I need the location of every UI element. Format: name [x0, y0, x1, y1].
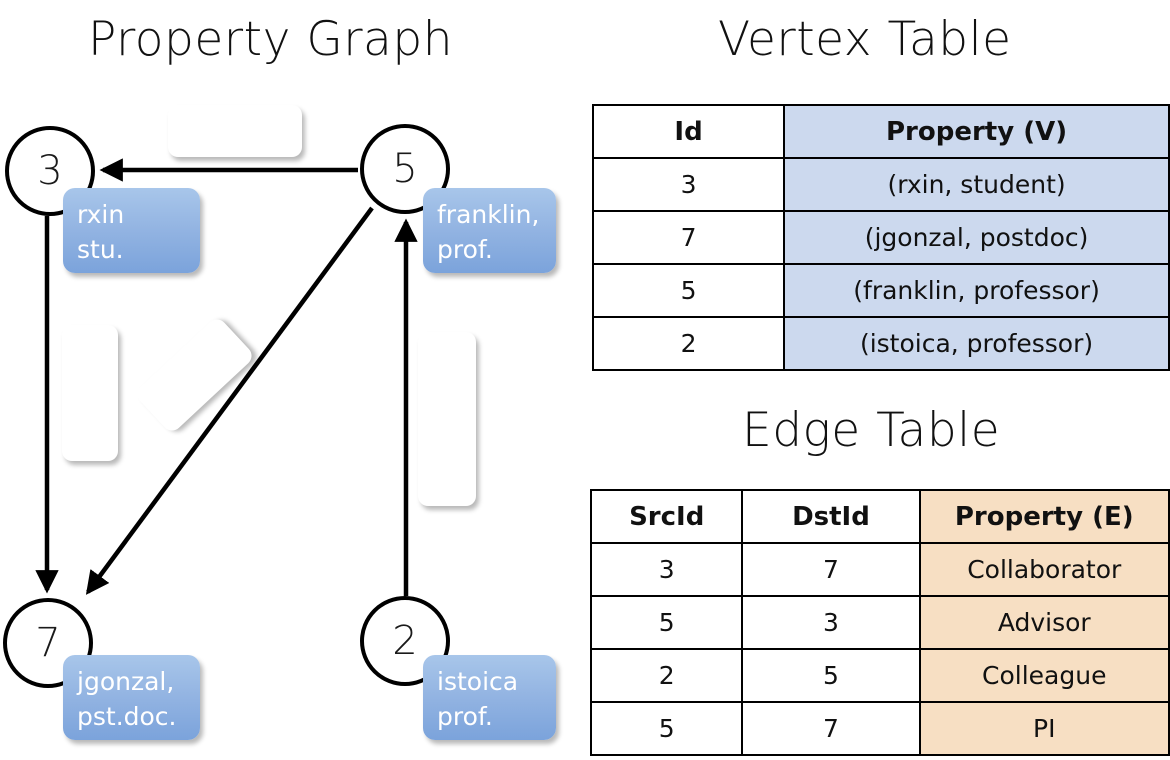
edge-table-header-srcid: SrcId: [589, 489, 744, 544]
vertex-row-id: 3: [591, 157, 786, 212]
table-row: 5 7 PI: [589, 701, 1170, 756]
edge-row-property: Colleague: [918, 648, 1170, 703]
table-header-row: Id Property (V): [591, 104, 1170, 159]
edge-row-srcid: 3: [589, 542, 744, 597]
graph-node-2[interactable]: 2: [360, 596, 450, 686]
vertex-row-property: (rxin, student): [783, 157, 1170, 212]
vertex-property-line1: istoica: [437, 667, 519, 696]
page-title-vertex-table: Vertex Table: [718, 12, 1012, 67]
edge-table-header-dstid: DstId: [741, 489, 921, 544]
vertex-row-id: 2: [591, 316, 786, 371]
property-graph-panel: Property Graph 3 5 7 2 rxin stu. fr: [3, 12, 556, 740]
vertex-property-line2: stu.: [77, 234, 124, 264]
vertex-property-callout-2: istoica prof.: [423, 655, 556, 740]
vertex-table-header-property: Property (V): [783, 104, 1170, 159]
edge-label-collab: Collab.: [62, 325, 118, 461]
edge-row-dstid: 3: [741, 595, 921, 650]
edge-row-srcid: 2: [589, 648, 744, 703]
vertex-row-property: (istoica, professor): [783, 316, 1170, 371]
edge-row-property: PI: [918, 701, 1170, 756]
table-row: 2 5 Colleague: [589, 648, 1170, 703]
edge-row-property: Collaborator: [918, 542, 1170, 597]
vertex-row-property: (franklin, professor): [783, 263, 1170, 318]
edge-row-srcid: 5: [589, 701, 744, 756]
edge-label-advisor: Advisor: [168, 105, 302, 157]
table-row: 5 (franklin, professor): [591, 263, 1170, 318]
edge-label-collab-text: Collab.: [75, 348, 105, 438]
table-row: 3 (rxin, student): [591, 157, 1170, 212]
vertex-property-line2: prof.: [437, 234, 493, 264]
vertex-property-line1: jgonzal,: [77, 667, 175, 696]
vertex-table-header-id: Id: [591, 104, 786, 159]
edge-row-dstid: 7: [741, 542, 921, 597]
vertex-property-line2: prof.: [437, 701, 493, 731]
table-row: 7 (jgonzal, postdoc): [591, 210, 1170, 265]
vertex-property-callout-7: jgonzal, pst.doc.: [63, 655, 200, 740]
vertex-property-callout-5: franklin, prof.: [423, 188, 556, 273]
edge-table: SrcId DstId Property (E) 3 7 Collaborato…: [589, 489, 1170, 756]
table-header-row: SrcId DstId Property (E): [589, 489, 1170, 544]
edge-row-property: Advisor: [918, 595, 1170, 650]
page-title-edge-table: Edge Table: [742, 403, 1001, 458]
edge-row-dstid: 7: [741, 701, 921, 756]
table-row: 5 3 Advisor: [589, 595, 1170, 650]
graph-edges-svg: [35, 158, 418, 596]
vertex-property-line1: franklin,: [437, 200, 540, 229]
vertex-row-id: 7: [591, 210, 786, 265]
edge-row-srcid: 5: [589, 595, 744, 650]
edge-label-colleague: Colleague: [418, 332, 476, 506]
table-row: 3 7 Collaborator: [589, 542, 1170, 597]
table-row: 2 (istoica, professor): [591, 316, 1170, 371]
edge-5-to-7-pi: [85, 206, 374, 595]
graph-node-5[interactable]: 5: [360, 124, 450, 214]
vertex-row-property: (jgonzal, postdoc): [783, 210, 1170, 265]
vertex-table: Id Property (V) 3 (rxin, student) 7 (jgo…: [591, 104, 1170, 371]
edge-label-pi-text: PI: [175, 356, 214, 394]
page-title-property-graph: Property Graph: [88, 12, 453, 67]
vertex-row-id: 5: [591, 263, 786, 318]
edge-label-colleague-text: Colleague: [432, 354, 463, 484]
edge-row-dstid: 5: [741, 648, 921, 703]
edge-table-header-property: Property (E): [918, 489, 1170, 544]
vertex-property-line2: pst.doc.: [77, 701, 177, 731]
vertex-property-line1: rxin: [77, 200, 125, 229]
edge-label-advisor-text: Advisor: [186, 116, 284, 146]
vertex-property-callout-3: rxin stu.: [63, 188, 200, 273]
